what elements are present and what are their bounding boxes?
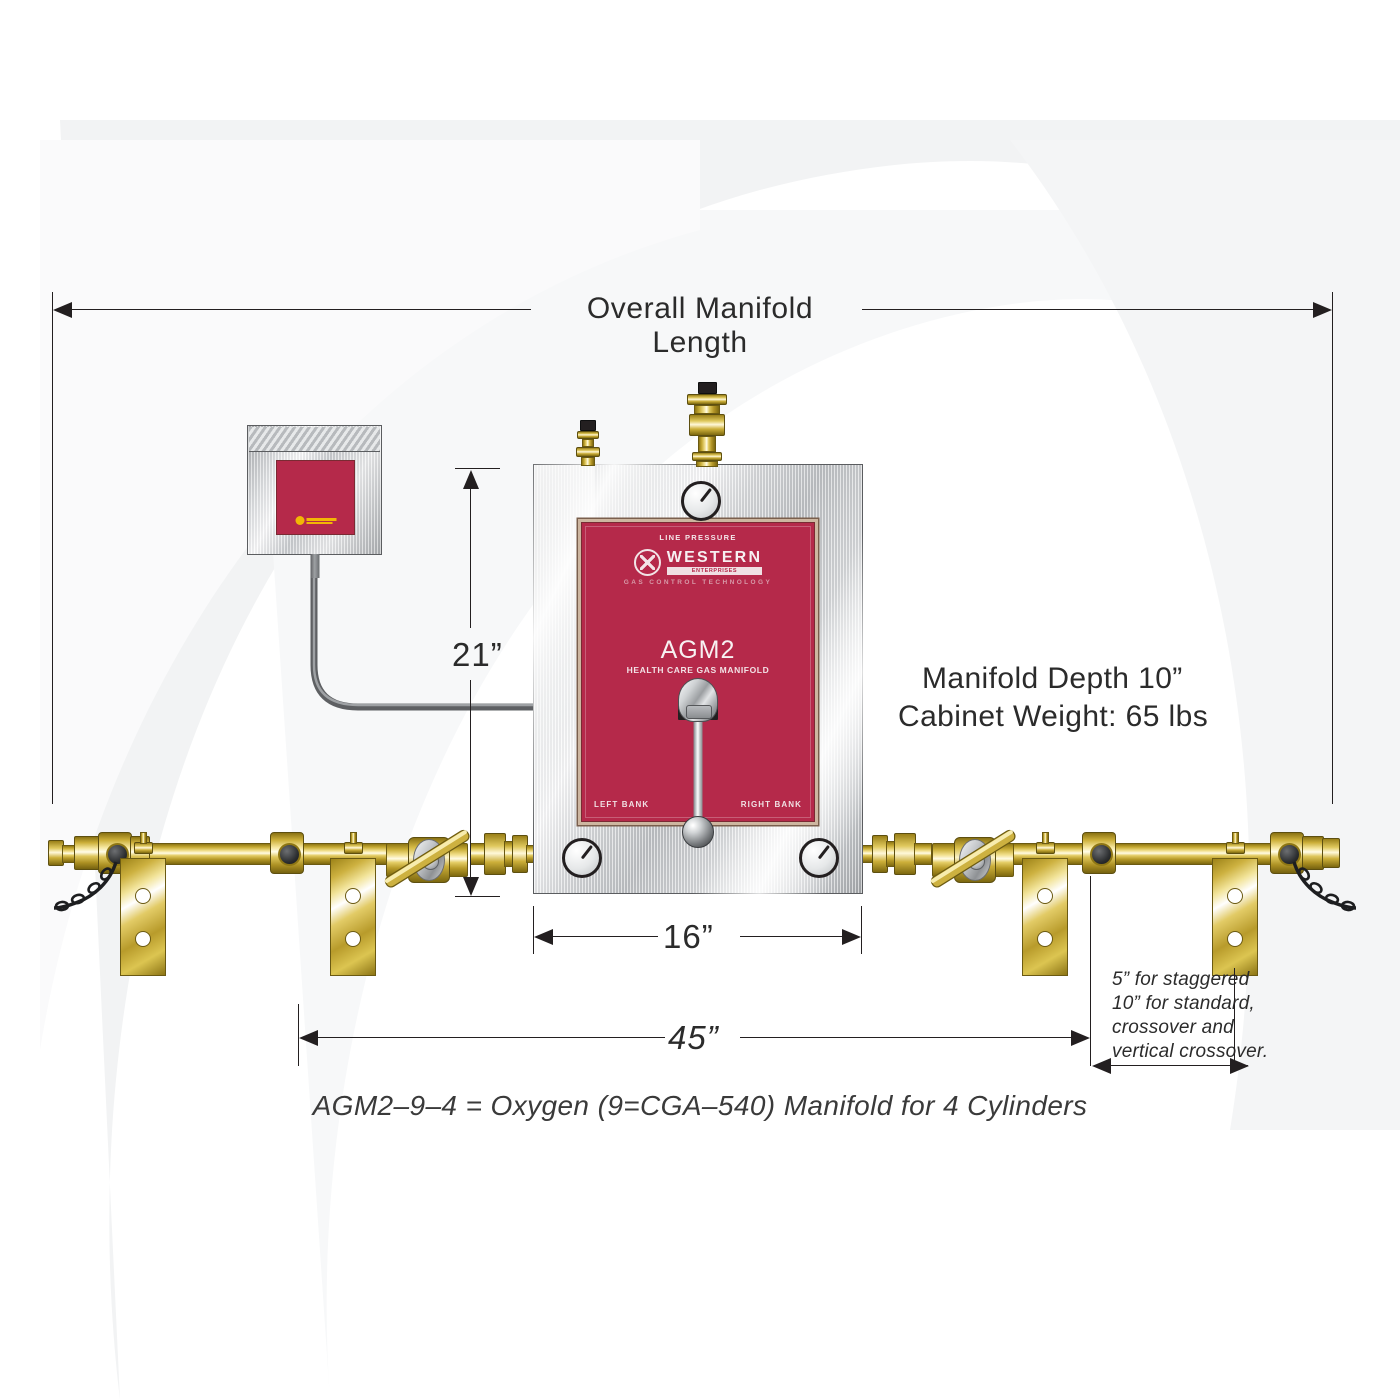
small-top-fitting <box>575 420 601 466</box>
right-bank-gauge <box>799 838 839 878</box>
alarm-conduit <box>310 553 560 711</box>
hanger-bracket-4 <box>1212 832 1258 976</box>
hanger-bracket-2 <box>330 832 376 976</box>
stagger-note-line-3: crossover and <box>1112 1017 1234 1038</box>
alarm-panel-face <box>276 460 355 535</box>
safety-chain-2 <box>1292 861 1357 912</box>
changeover-lever-ball[interactable] <box>682 816 714 848</box>
alarm-panel-logo-icon <box>295 516 336 525</box>
line-pressure-label: LINE PRESSURE <box>659 533 737 542</box>
model-subtitle: HEALTH CARE GAS MANIFOLD <box>626 665 770 675</box>
alarm-panel-post <box>310 554 319 578</box>
cga-connection-4 <box>1278 843 1301 866</box>
height-dimension-label: 21” <box>452 636 503 673</box>
wall-alarm-panel <box>247 425 382 578</box>
alarm-panel-top-bevel <box>249 427 380 452</box>
alarm-panel-body <box>247 425 382 555</box>
changeover-lever-stem <box>693 702 703 830</box>
stagger-note-line-1: 5” for staggered <box>1112 969 1250 990</box>
stagger-note-line-4: vertical crossover. <box>1112 1041 1269 1062</box>
hanger-bracket-3 <box>1022 832 1068 976</box>
manifold-depth-label: Manifold Depth 10” <box>922 662 1183 695</box>
large-top-fitting <box>685 382 729 467</box>
brand-subtitle: ENTERPRISES <box>666 567 763 575</box>
stagger-note-line-2: 10” for standard, <box>1112 993 1255 1014</box>
right-bank-label: RIGHT BANK <box>740 800 802 809</box>
brand-tagline: GAS CONTROL TECHNOLOGY <box>623 579 773 586</box>
manifold-cabinet: LINE PRESSURE WESTERN ENTERPRISES GAS CO… <box>533 464 863 894</box>
model-name: AGM2 <box>660 636 736 664</box>
western-badge-icon <box>633 549 661 576</box>
cabinet-width-label: 16” <box>663 918 714 955</box>
changeover-lever-knob[interactable] <box>678 678 718 722</box>
hanger-bracket-1 <box>120 832 166 976</box>
right-ball-valve[interactable] <box>926 815 1022 910</box>
safety-chain-1 <box>53 861 118 912</box>
overall-length-label: Overall Manifold Length <box>586 292 814 359</box>
western-logo: WESTERN ENTERPRISES <box>582 549 814 576</box>
left-ball-valve[interactable] <box>380 815 476 910</box>
stagger-note: 5” for staggered 10” for standard, cross… <box>1112 968 1292 1064</box>
brand-name: WESTERN <box>666 549 763 566</box>
diagram-caption: AGM2–9–4 = Oxygen (9=CGA–540) Manifold f… <box>312 1090 1088 1121</box>
line-pressure-gauge <box>681 481 721 521</box>
left-bank-gauge <box>562 838 602 878</box>
manifold-span-label: 45” <box>668 1019 719 1056</box>
left-bank-label: LEFT BANK <box>594 800 650 809</box>
cabinet-weight-label: Cabinet Weight: 65 lbs <box>898 700 1209 733</box>
